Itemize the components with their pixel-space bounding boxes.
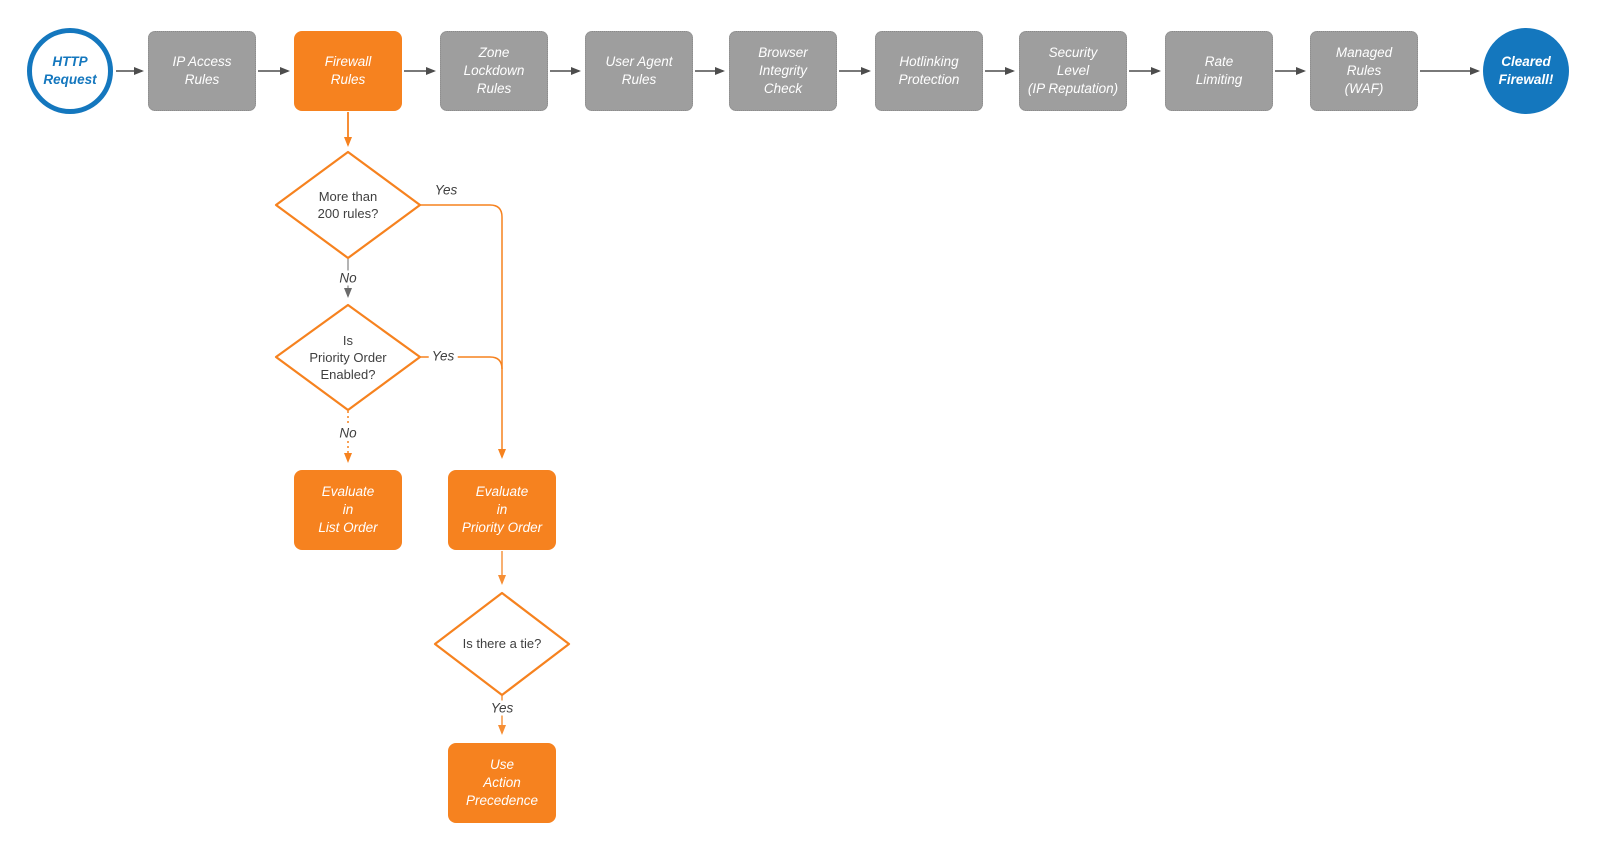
node-label: Security Level (IP Reputation) <box>1027 45 1119 96</box>
node-label: User Agent Rules <box>605 54 673 87</box>
node-label: Use Action Precedence <box>465 757 539 808</box>
diamond-more-than-200-rules <box>274 150 422 260</box>
node-label: Hotlinking Protection <box>898 54 960 87</box>
question-label: Is there a tie? <box>462 636 542 652</box>
node-label: Rate Limiting <box>1195 54 1243 87</box>
edge-label-d1-yes: Yes <box>431 182 461 198</box>
node-hotlinking-protection: Hotlinking Protection <box>875 31 983 111</box>
question-label: More than 200 rules? <box>317 188 379 221</box>
wire-d1-yes-to-priority <box>420 204 506 459</box>
question-label: Is Priority Order Enabled? <box>309 332 387 383</box>
node-label: Browser Integrity Check <box>758 45 808 96</box>
diamond-text-priority-order-enabled: Is Priority Order Enabled? <box>276 305 420 410</box>
node-label: IP Access Rules <box>172 54 232 87</box>
diamond-text-more-than-200-rules: More than 200 rules? <box>276 152 420 258</box>
node-managed-rules-waf: Managed Rules (WAF) <box>1310 31 1418 111</box>
diamond-is-there-a-tie <box>433 591 571 697</box>
node-cleared-firewall: Cleared Firewall! <box>1483 28 1569 114</box>
edge-label-d2-yes: Yes <box>428 348 458 364</box>
node-label: Cleared Firewall! <box>1498 54 1554 87</box>
diamond-text-is-there-a-tie: Is there a tie? <box>435 593 569 695</box>
node-security-level: Security Level (IP Reputation) <box>1019 31 1127 111</box>
node-rate-limiting: Rate Limiting <box>1165 31 1273 111</box>
node-evaluate-in-list-order: Evaluate in List Order <box>294 470 402 550</box>
node-browser-integrity-check: Browser Integrity Check <box>729 31 837 111</box>
node-use-action-precedence: Use Action Precedence <box>448 743 556 823</box>
node-ip-access-rules: IP Access Rules <box>148 31 256 111</box>
node-firewall-rules: Firewall Rules <box>294 31 402 111</box>
node-http-request: HTTP Request <box>27 28 113 114</box>
edge-label-d1-no: No <box>336 270 360 286</box>
diamond-priority-order-enabled <box>274 303 422 412</box>
wire-d2-yes-merge <box>420 356 503 370</box>
node-zone-lockdown-rules: Zone Lockdown Rules <box>440 31 548 111</box>
node-label: HTTP Request <box>43 54 97 87</box>
node-label: Evaluate in Priority Order <box>461 484 543 535</box>
node-label: Managed Rules (WAF) <box>1335 45 1393 96</box>
node-label: Firewall Rules <box>324 54 372 87</box>
node-user-agent-rules: User Agent Rules <box>585 31 693 111</box>
edge-label-d2-no: No <box>336 425 360 441</box>
node-evaluate-in-priority-order: Evaluate in Priority Order <box>448 470 556 550</box>
edge-label-d3-yes: Yes <box>487 700 517 716</box>
node-label: Evaluate in List Order <box>318 484 378 535</box>
node-label: Zone Lockdown Rules <box>463 45 525 96</box>
